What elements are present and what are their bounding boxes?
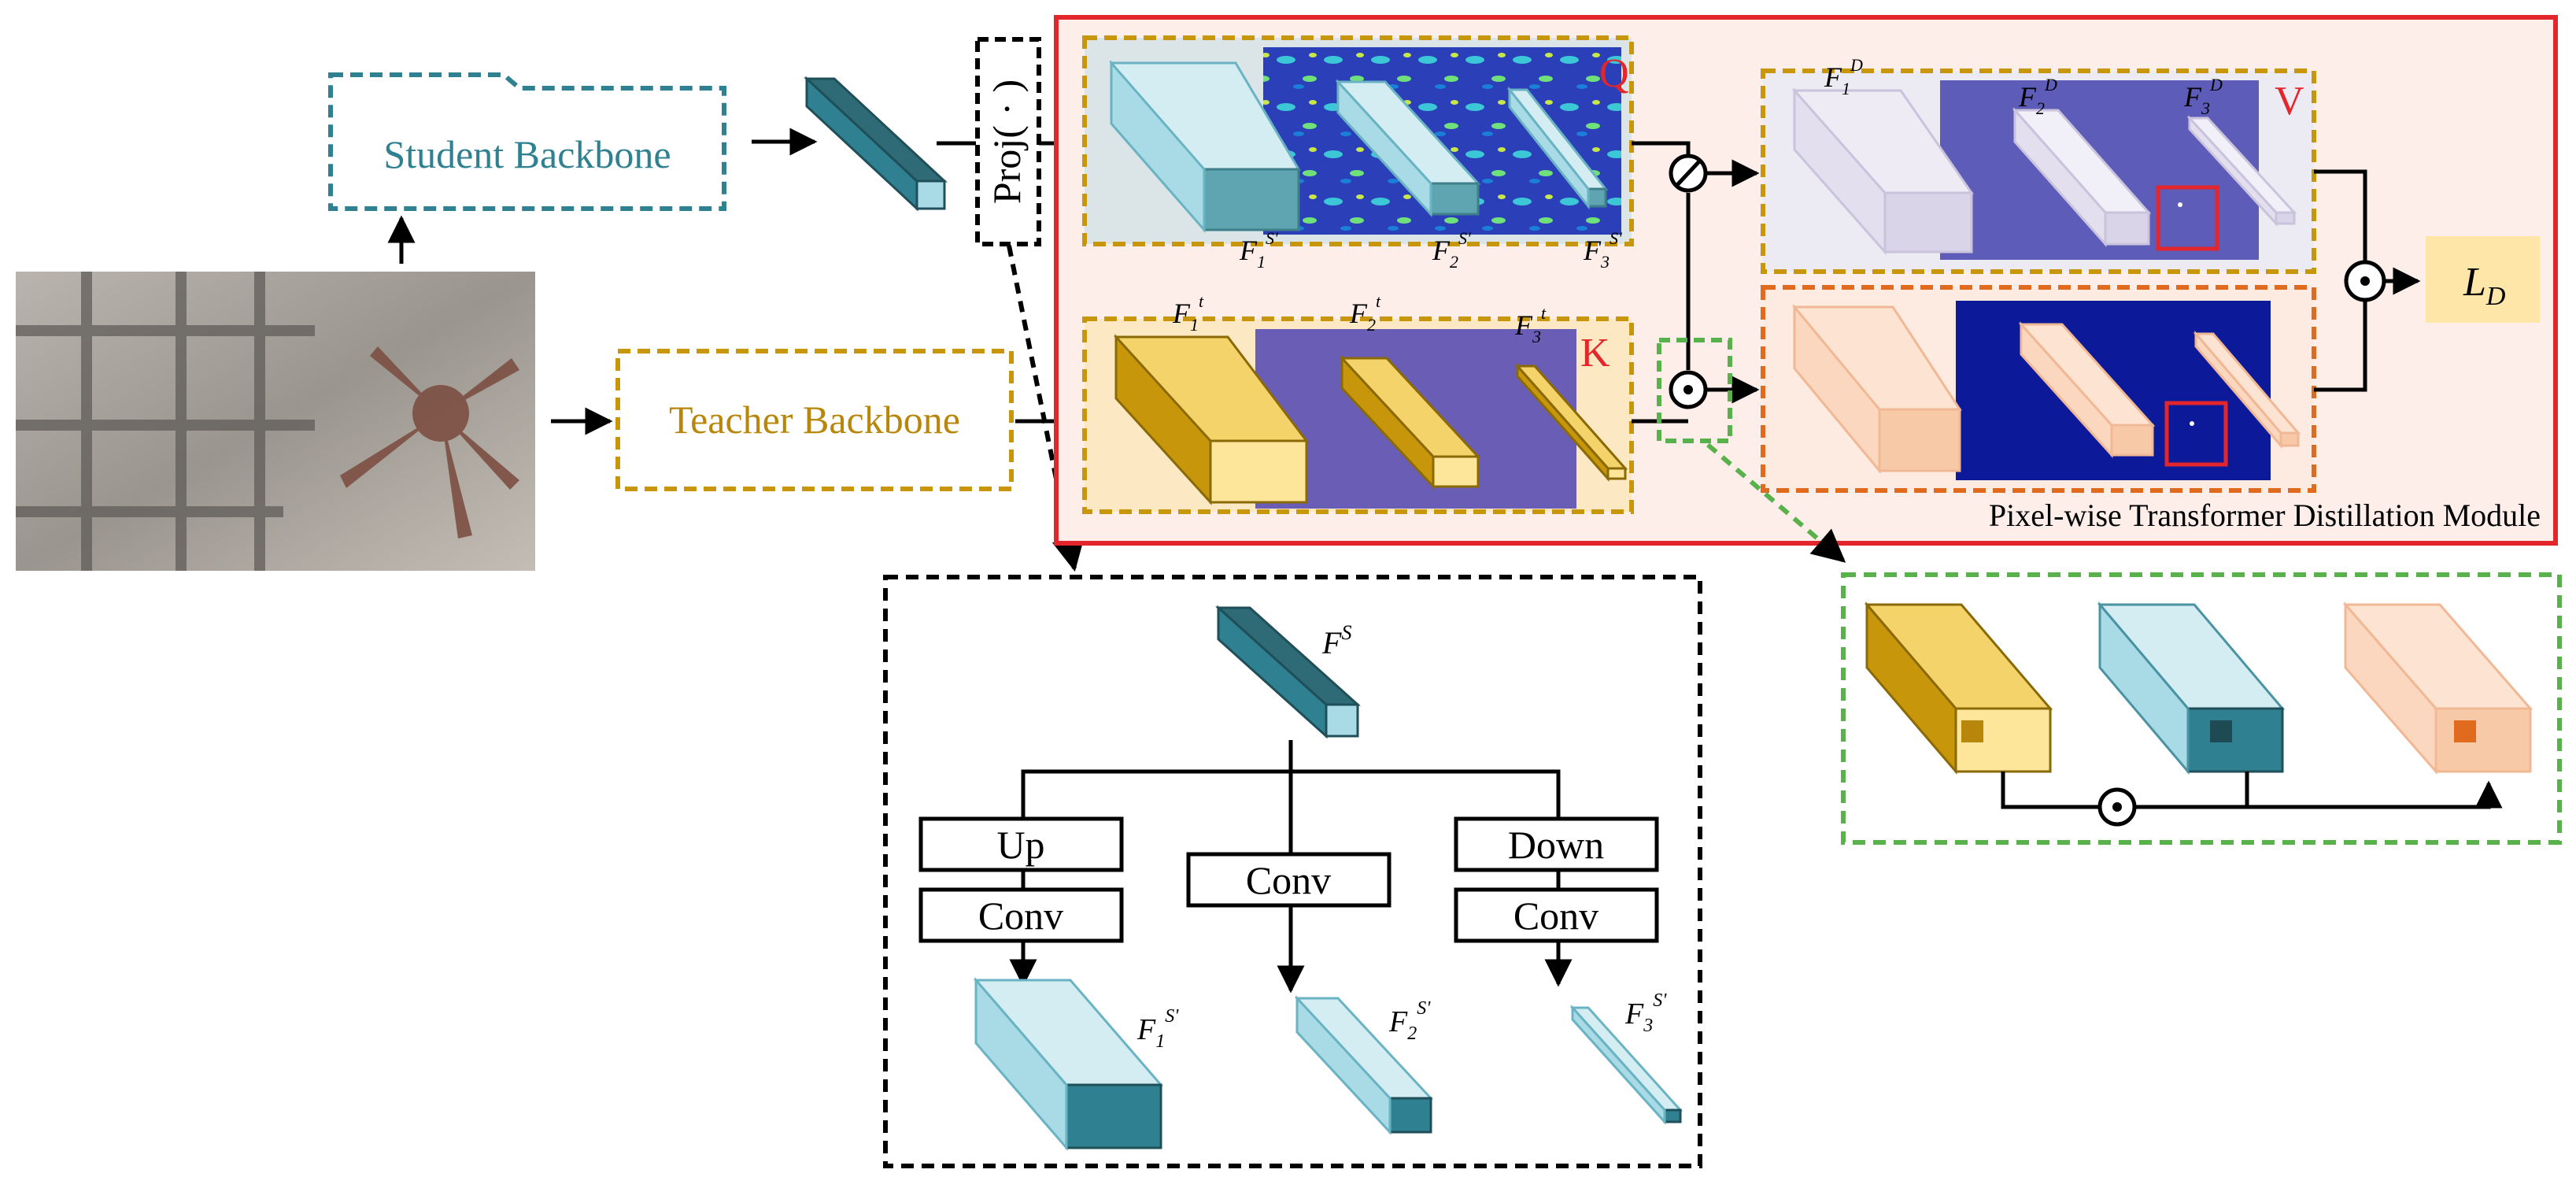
- k-feature-label-1: F1t: [1172, 291, 1204, 335]
- teacher-backbone-label: Teacher Backbone: [669, 398, 960, 442]
- attention-block: [1761, 285, 2316, 493]
- teacher-backbone-box: Teacher Backbone: [615, 349, 1014, 491]
- proj-label: Proj( · ): [985, 80, 1029, 204]
- k-letter: K: [1580, 331, 1610, 376]
- student-backbone-label: Student Backbone: [383, 132, 671, 176]
- module-label: Pixel-wise Transformer Distillation Modu…: [1989, 498, 2541, 533]
- down-op-label: Down: [1508, 823, 1604, 867]
- out-label-2: F2S': [1388, 998, 1431, 1044]
- loss-combine: LD: [2314, 169, 2540, 392]
- v-feature-label-2: F2D: [2018, 75, 2057, 118]
- zoom-connector: [1706, 442, 1846, 563]
- loss-box: [2426, 236, 2540, 323]
- up-op-box: [918, 816, 1124, 872]
- conv-box-3: [1454, 887, 1659, 943]
- conv-box-2: [1186, 852, 1391, 908]
- v-letter: V: [2275, 79, 2304, 124]
- qk-combine: [1632, 141, 1760, 443]
- k-feature-label-3: F3t: [1514, 303, 1547, 346]
- proj-box: Proj( · ): [975, 37, 1041, 246]
- k-feature-label-2: F2t: [1349, 291, 1381, 335]
- student-backbone-box: Student Backbone: [328, 72, 726, 211]
- fs-label: FS: [1321, 621, 1351, 661]
- proj-detail: FS Up Conv F1S' Conv F2S' Down Conv F3S': [883, 575, 1702, 1168]
- conv-label-1: Conv: [978, 894, 1063, 938]
- conv-label-3: Conv: [1513, 894, 1598, 938]
- v-feature-label-3: F3D: [2183, 75, 2223, 118]
- pixel-zoom-detail: [1841, 572, 2562, 845]
- out-label-3: F3S': [1624, 990, 1667, 1036]
- pixel-zoom-box: [1657, 338, 1732, 443]
- q-feature-label-2: F2S': [1432, 228, 1471, 272]
- conv-box-1: [918, 887, 1124, 943]
- q-feature-label-1: F1S': [1239, 228, 1278, 272]
- up-op-label: Up: [996, 823, 1044, 867]
- query-block: Q F1S' F2S' F3S': [1082, 35, 1634, 272]
- student-feature-tensor: [804, 76, 948, 212]
- conv-label-2: Conv: [1246, 858, 1331, 902]
- q-letter: Q: [1599, 51, 1629, 96]
- loss-label: LD: [2463, 260, 2506, 311]
- q-feature-label-3: F3S': [1583, 228, 1622, 272]
- out-label-1: F1S': [1136, 1006, 1179, 1052]
- satellite-image: [16, 272, 535, 571]
- key-block: K F1t F2t F3t: [1082, 291, 1634, 514]
- value-block: V F1D F2D F3D: [1761, 55, 2316, 274]
- v-feature-label-1: F1D: [1824, 55, 1863, 98]
